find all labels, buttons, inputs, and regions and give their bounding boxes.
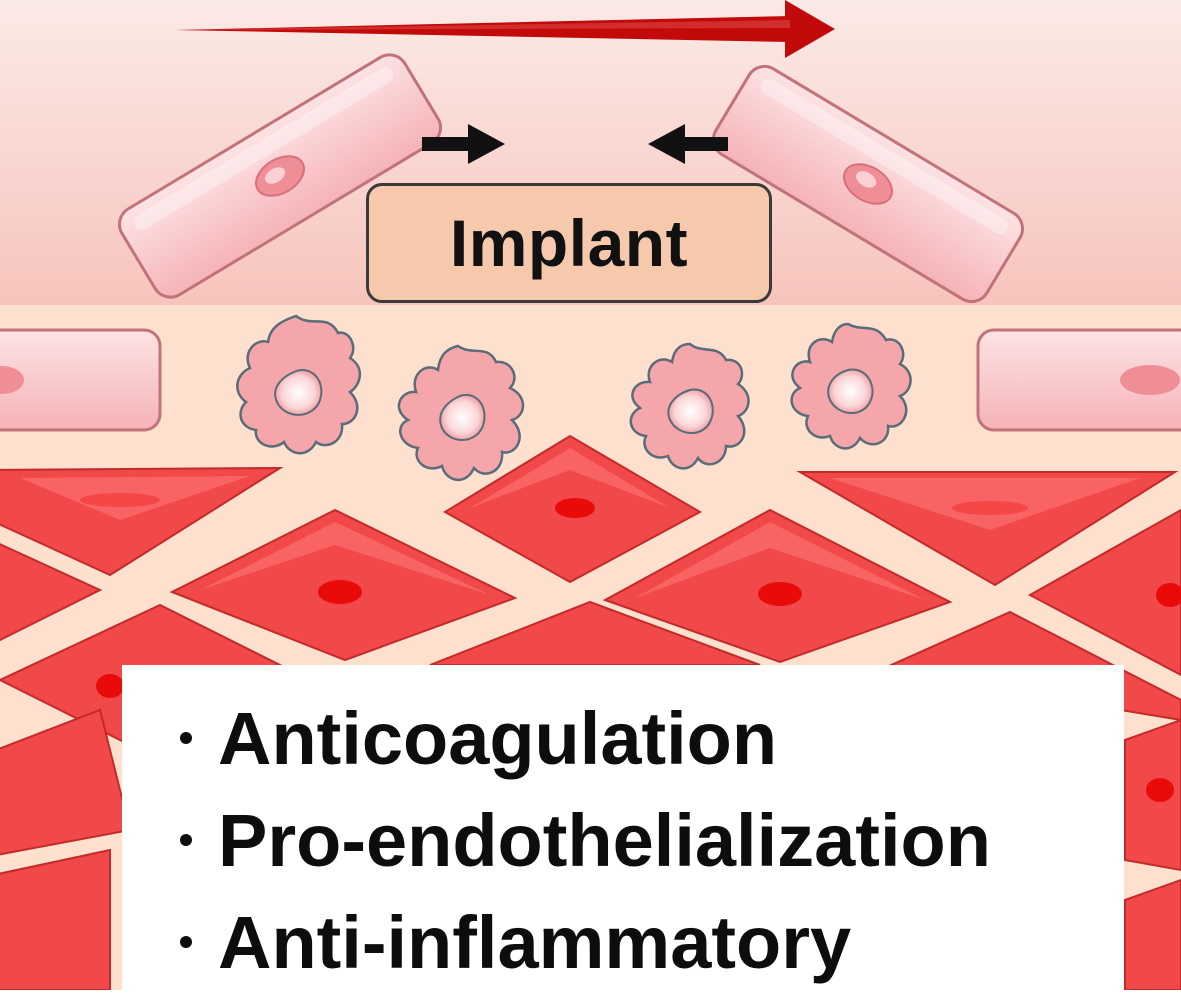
macrophage-icon bbox=[629, 342, 750, 470]
endothelial-cell-icon bbox=[976, 328, 1181, 432]
smooth-muscle-cell-icon bbox=[0, 848, 111, 990]
property-item: Pro-endothelialization bbox=[180, 789, 1124, 891]
smooth-muscle-cell-icon bbox=[1124, 878, 1181, 990]
property-item: Anti-inflammatory bbox=[180, 891, 1124, 993]
endothelial-cell-icon bbox=[0, 328, 162, 432]
blood-flow-arrow-icon bbox=[175, 0, 835, 58]
property-item: Anticoagulation bbox=[180, 687, 1124, 789]
property-anti-inflammatory: Anti-inflammatory bbox=[218, 900, 852, 984]
macrophage-icon bbox=[236, 314, 361, 455]
macrophage-icon bbox=[397, 344, 525, 481]
property-pro-endothelialization: Pro-endothelialization bbox=[218, 798, 991, 882]
endothelial-cell-icon bbox=[118, 53, 442, 299]
property-anticoagulation: Anticoagulation bbox=[218, 696, 778, 780]
implant-label: Implant bbox=[366, 183, 772, 303]
smooth-muscle-highlights bbox=[20, 448, 1140, 600]
endothelial-cell-icon bbox=[712, 64, 1024, 304]
properties-panel: Anticoagulation Pro-endothelialization A… bbox=[122, 665, 1124, 995]
bullet-icon bbox=[180, 732, 192, 744]
migration-arrow-right-icon bbox=[422, 124, 505, 164]
migration-arrow-left-icon bbox=[648, 124, 728, 164]
bullet-icon bbox=[180, 936, 192, 948]
macrophage-icon bbox=[790, 322, 912, 450]
smooth-muscle-cell-icon bbox=[0, 543, 103, 642]
properties-list: Anticoagulation Pro-endothelialization A… bbox=[180, 687, 1124, 993]
smooth-muscle-cell-icon bbox=[1027, 508, 1181, 677]
bullet-icon bbox=[180, 834, 192, 846]
